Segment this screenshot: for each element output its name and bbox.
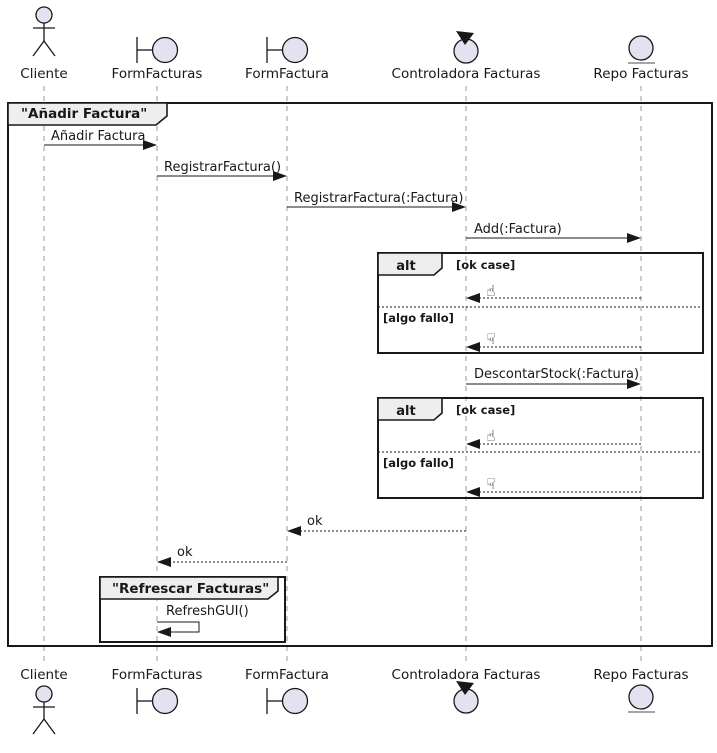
return-thumbs-down-1: ☟ <box>466 330 641 352</box>
alt-operator: alt <box>396 259 415 274</box>
message-label: RegistrarFactura() <box>164 160 281 175</box>
actor-icon <box>32 685 56 735</box>
frame-title-tab <box>7 102 168 126</box>
participant-label: Repo Facturas <box>593 667 688 683</box>
thumbs-down-icon: ☟ <box>486 330 495 348</box>
participant-controladora-top: Controladora Facturas <box>392 31 541 82</box>
frame-title: "Refrescar Facturas" <box>112 581 269 597</box>
arrowhead <box>273 171 287 181</box>
frame-refrescar-facturas: "Refrescar Facturas" RefreshGUI() <box>99 576 286 643</box>
message-refreshgui: RefreshGUI() <box>157 604 249 637</box>
message-label: RefreshGUI() <box>166 604 249 619</box>
guard-ok-case: [ok case] <box>456 403 515 417</box>
participant-formfactura-bottom: FormFactura <box>245 667 329 715</box>
alt-operator-tab <box>377 252 443 276</box>
return-thumbs-down-2: ☟ <box>466 475 641 497</box>
control-icon <box>453 681 479 714</box>
return-ok-2: ok <box>157 545 287 567</box>
participant-formfacturas-bottom: FormFacturas <box>112 667 203 715</box>
participant-label: FormFacturas <box>112 66 203 82</box>
participant-label: FormFactura <box>245 66 329 82</box>
message-descontarstock: DescontarStock(:Factura) <box>466 367 641 389</box>
boundary-icon <box>266 36 309 64</box>
alt-border <box>377 397 704 499</box>
thumbs-up-icon: ☝ <box>486 427 495 445</box>
arrowhead <box>466 342 480 352</box>
return-ok-1: ok <box>287 514 466 536</box>
participant-repo-bottom: Repo Facturas <box>593 667 689 713</box>
boundary-icon <box>136 687 179 715</box>
boundary-icon <box>266 687 309 715</box>
participant-cliente-bottom: Cliente <box>20 667 68 735</box>
alt-block-2: alt [ok case] ☝ [algo fallo] ☟ <box>377 397 704 499</box>
arrowhead <box>157 557 171 567</box>
return-thumbs-up-2: ☝ <box>466 427 641 449</box>
thumbs-up-icon: ☝ <box>486 282 495 300</box>
arrowhead <box>157 627 171 637</box>
alt-border <box>377 252 704 354</box>
participant-formfacturas-top: FormFacturas <box>112 36 203 82</box>
message-label: ok <box>177 545 193 560</box>
arrowhead <box>466 293 480 303</box>
participant-label: FormFactura <box>245 667 329 683</box>
arrowhead <box>627 379 641 389</box>
self-message-line <box>157 621 200 633</box>
thumbs-down-icon: ☟ <box>486 475 495 493</box>
participant-cliente-top: Cliente <box>20 6 68 82</box>
message-label: Añadir Factura <box>51 129 146 144</box>
participant-label: Cliente <box>20 667 67 683</box>
message-anadir-factura: Añadir Factura <box>44 129 157 150</box>
entity-icon <box>628 35 655 64</box>
guard-ok-case: [ok case] <box>456 258 515 272</box>
return-thumbs-up-1: ☝ <box>466 282 641 303</box>
arrowhead <box>627 233 641 243</box>
participant-controladora-bottom: Controladora Facturas <box>392 667 541 714</box>
participant-label: Repo Facturas <box>593 66 688 82</box>
frame-border <box>7 102 713 647</box>
alt-operator-tab <box>377 397 443 421</box>
message-label: ok <box>307 514 323 529</box>
message-add-factura: Add(:Factura) <box>466 222 641 243</box>
arrowhead <box>466 439 480 449</box>
participant-label: Controladora Facturas <box>392 667 541 683</box>
arrowhead <box>452 202 466 212</box>
message-registrarfactura-factura: RegistrarFactura(:Factura) <box>287 191 466 212</box>
participant-formfactura-top: FormFactura <box>245 36 329 82</box>
guard-algo-fallo: [algo fallo] <box>383 311 454 325</box>
alt-operator: alt <box>396 404 415 419</box>
message-label: RegistrarFactura(:Factura) <box>294 191 463 206</box>
guard-algo-fallo: [algo fallo] <box>383 456 454 470</box>
message-label: DescontarStock(:Factura) <box>474 367 639 382</box>
frame-title: "Añadir Factura" <box>21 106 147 122</box>
message-label: Add(:Factura) <box>474 222 562 237</box>
frame-anadir-factura: "Añadir Factura" <box>7 102 713 647</box>
boundary-icon <box>136 36 179 64</box>
arrowhead <box>287 526 301 536</box>
control-icon <box>453 31 479 64</box>
participant-label: FormFacturas <box>112 667 203 683</box>
arrowhead <box>466 487 480 497</box>
actor-icon <box>32 6 56 57</box>
message-registrarfactura: RegistrarFactura() <box>157 160 287 181</box>
frame-title-tab <box>99 576 279 600</box>
entity-icon <box>628 684 655 713</box>
participant-label: Controladora Facturas <box>392 66 541 82</box>
participant-repo-top: Repo Facturas <box>593 35 689 82</box>
arrowhead <box>143 140 157 150</box>
alt-block-1: alt [ok case] ☝ [algo fallo] ☟ <box>377 252 704 354</box>
participant-label: Cliente <box>20 66 67 82</box>
